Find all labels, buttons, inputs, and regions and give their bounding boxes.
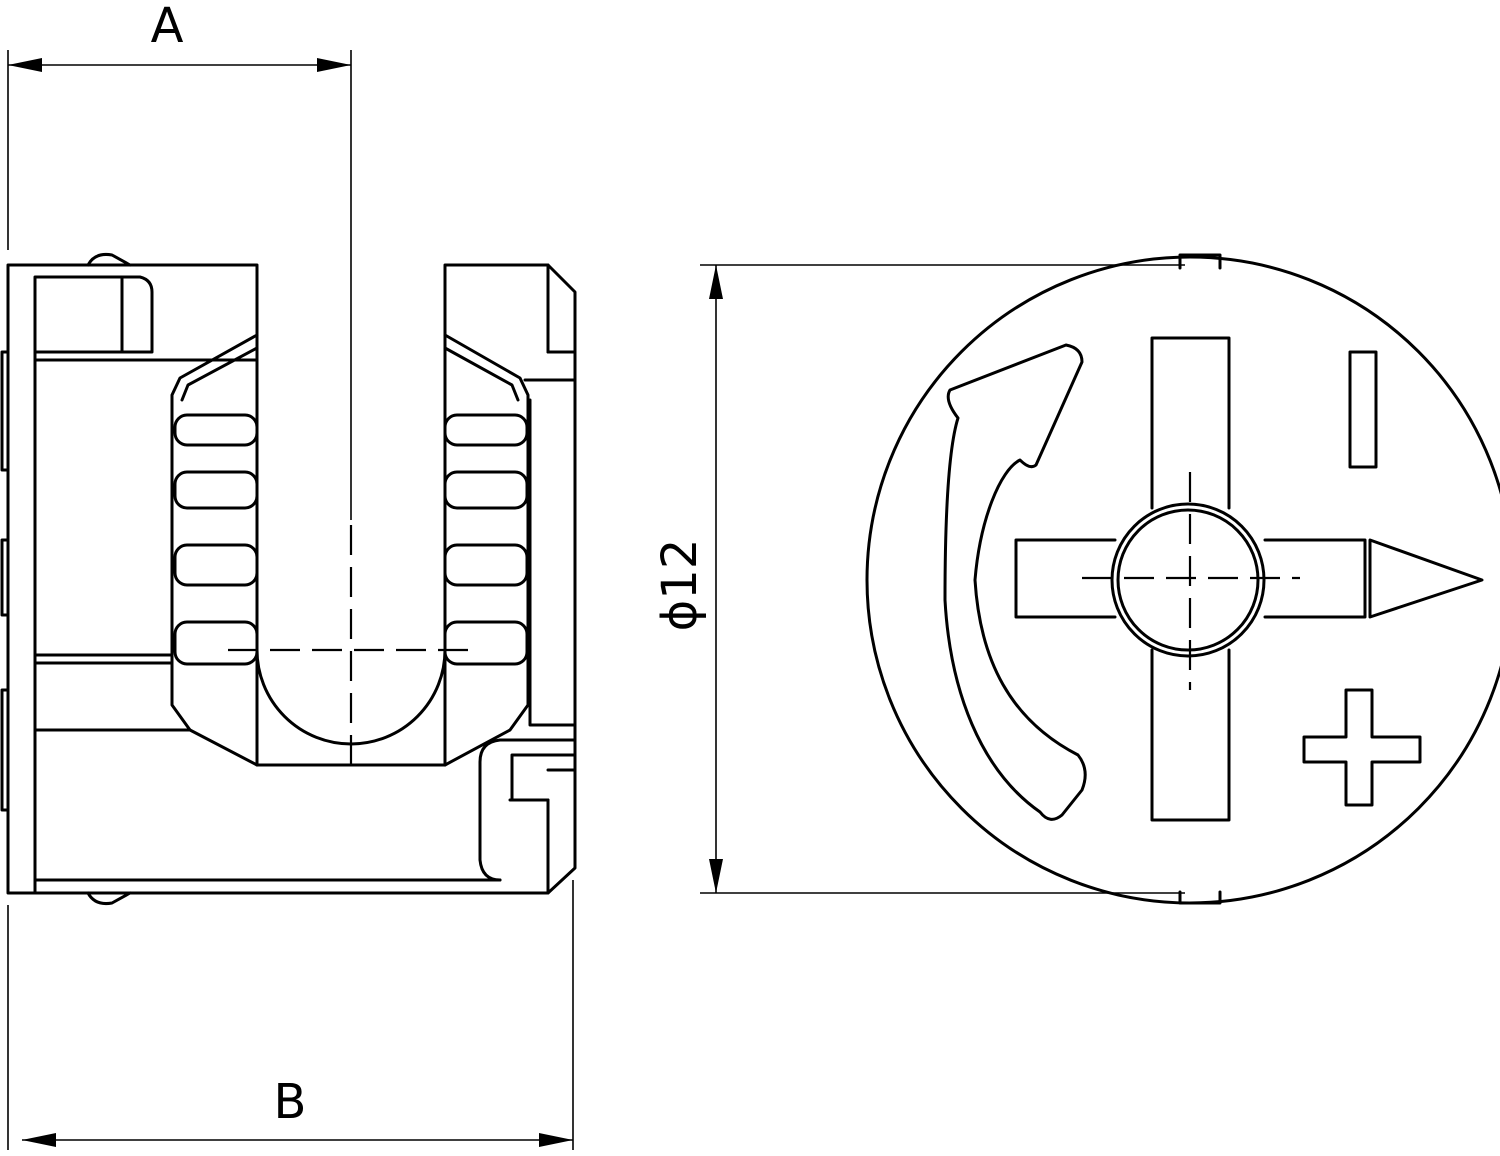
cam-right-inner (443, 346, 520, 402)
side-view (0, 253, 577, 905)
dimension-diameter: ϕ12 (652, 264, 1185, 894)
cam-left-inner (180, 346, 259, 402)
arrowhead-left-b (22, 1133, 56, 1147)
inner-left-frame (33, 275, 154, 895)
cross-slot-horizontal (1014, 538, 1367, 619)
cam-left-tooth-1 (173, 413, 259, 447)
bottom-tab (1178, 890, 1222, 905)
cam-right-outline (443, 333, 530, 767)
center-hub-inner (1116, 508, 1260, 652)
arrowhead-top (709, 265, 723, 299)
edge-tab-1 (0, 350, 10, 472)
edge-tab-2 (0, 538, 10, 617)
center-hub-outer (1110, 502, 1266, 658)
cross-slot-vertical (1150, 336, 1231, 822)
curved-arrow-icon (943, 343, 1087, 821)
dimension-a: A (7, 0, 352, 520)
dimension-a-label: A (151, 0, 184, 54)
inner-right-frame (523, 378, 577, 727)
arrowhead-right-b (539, 1133, 573, 1147)
cam-left-tooth-3 (173, 543, 259, 587)
dimension-b: B (7, 880, 574, 1150)
cam-right-tooth-2 (443, 470, 529, 510)
diameter-label: ϕ12 (652, 539, 708, 632)
arrowhead-left (8, 58, 42, 72)
arrowhead-bottom (709, 859, 723, 893)
minus-sign-icon (1348, 350, 1378, 469)
arrow-pointer-icon (1368, 538, 1484, 619)
front-view (865, 253, 1500, 905)
cam-body-circle (865, 255, 1500, 905)
cam-left-outline (170, 333, 259, 767)
dimension-b-label: B (274, 1074, 307, 1130)
inner-right-step (510, 753, 577, 802)
arrowhead-right (317, 58, 351, 72)
cam-right-tooth-1 (443, 413, 529, 447)
cam-right-tooth-4 (443, 620, 529, 666)
plus-sign-icon (1302, 688, 1422, 807)
inner-right-hook (478, 738, 577, 882)
bottom-clip (86, 891, 132, 905)
cam-left-tooth-2 (173, 470, 259, 510)
top-tab (1178, 253, 1222, 270)
cam-right-tooth-3 (443, 543, 529, 587)
cam-left-tooth-4 (173, 620, 259, 666)
top-clip (86, 253, 132, 267)
edge-tab-3 (0, 688, 10, 812)
